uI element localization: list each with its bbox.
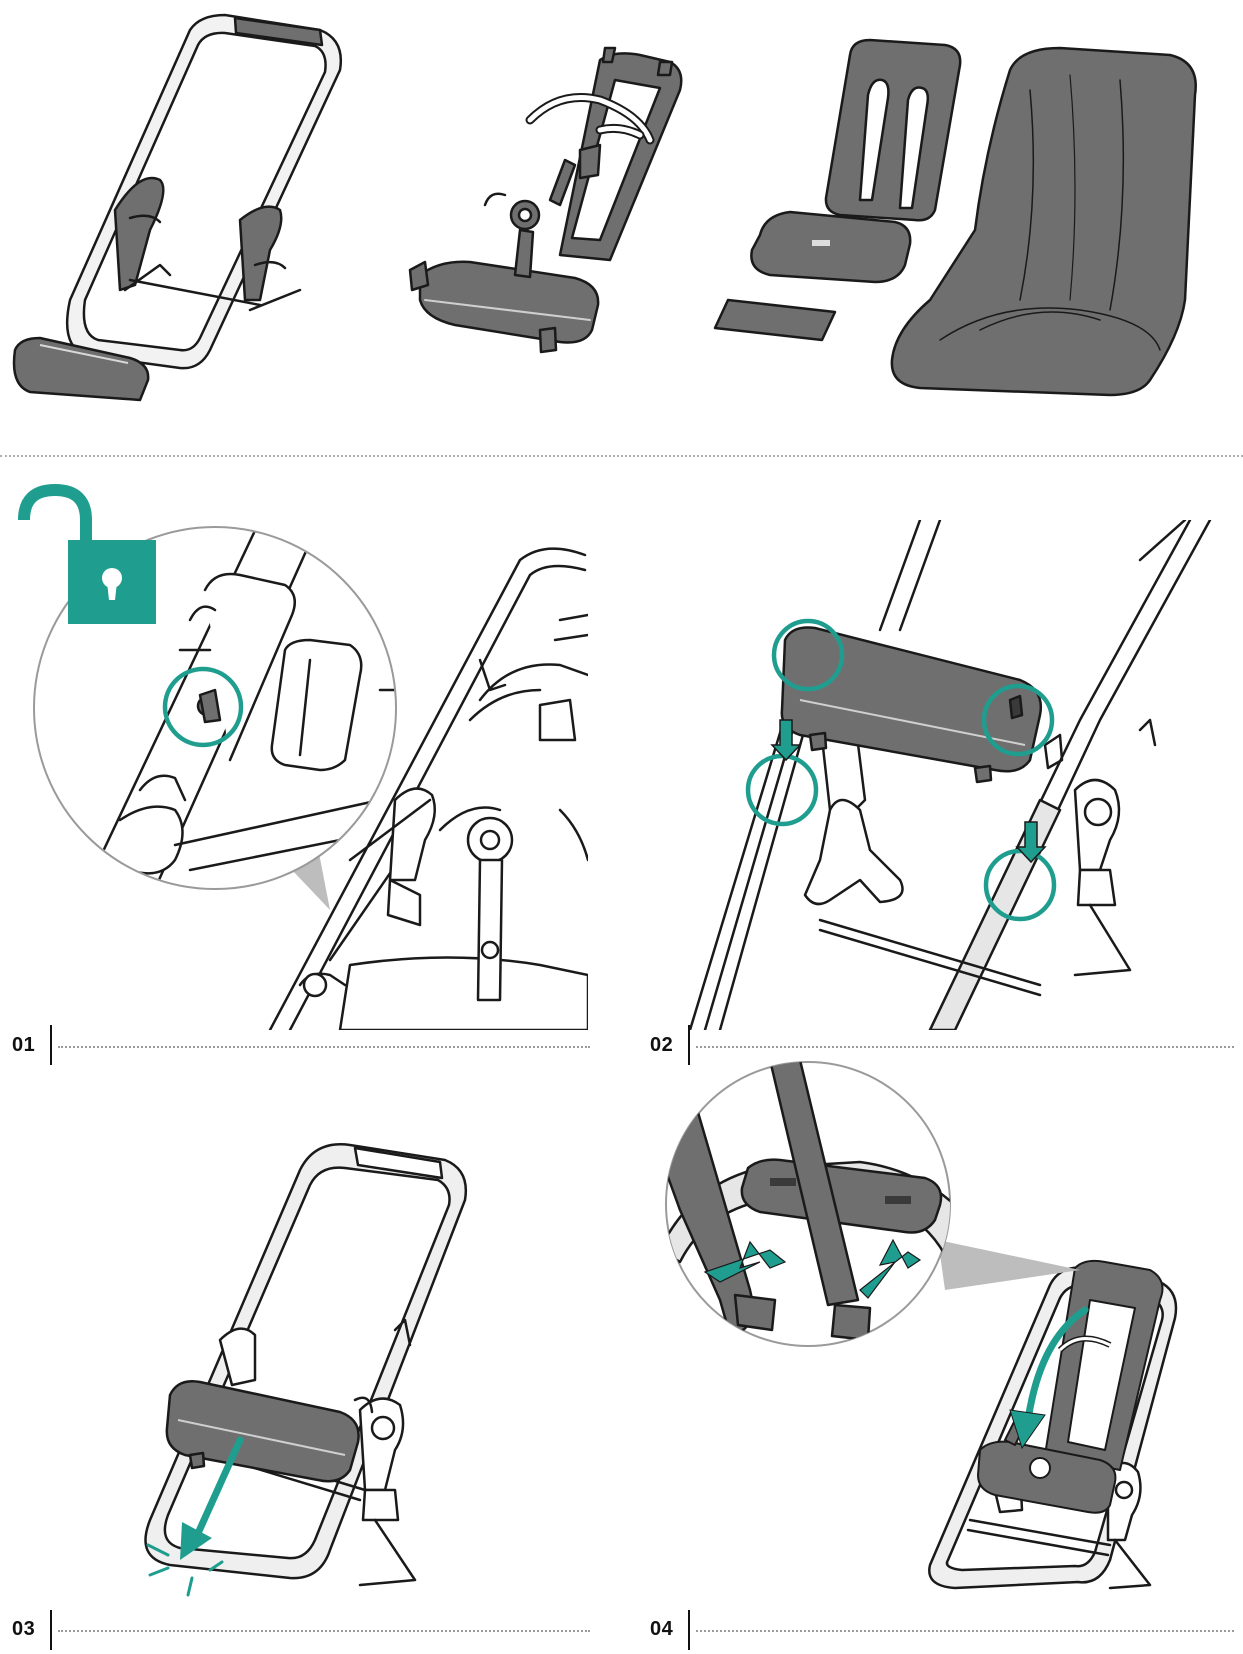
step-number: 03 <box>12 1618 36 1640</box>
parts-overview <box>12 13 1197 402</box>
step-rule <box>696 1046 1234 1048</box>
step-marker <box>50 1025 52 1065</box>
step-marker <box>688 1610 690 1650</box>
unlock-icon <box>18 483 156 624</box>
rotate-arrow <box>1009 1306 1089 1450</box>
step-marker <box>688 1025 690 1065</box>
highlight-ring <box>162 666 244 748</box>
footrest <box>165 1380 360 1483</box>
seat-base-harness-part <box>408 46 683 354</box>
step-number: 04 <box>650 1618 674 1640</box>
step-number: 01 <box>12 1034 36 1056</box>
callout-pointer <box>938 1240 1080 1290</box>
seat-pads-part <box>713 38 1197 397</box>
push-arrow <box>180 1436 244 1560</box>
step-rule <box>58 1046 590 1048</box>
seat-frame-part <box>65 13 343 370</box>
lift-arrows <box>703 1238 922 1299</box>
seat-harness <box>977 1259 1164 1514</box>
section-divider <box>0 455 1243 457</box>
step-rule <box>696 1630 1234 1632</box>
step-number: 02 <box>650 1034 674 1056</box>
step-rule <box>58 1630 590 1632</box>
click-marks <box>146 1543 224 1597</box>
insert-arrows <box>770 719 1047 864</box>
step-marker <box>50 1610 52 1650</box>
footrest-part <box>12 336 150 402</box>
